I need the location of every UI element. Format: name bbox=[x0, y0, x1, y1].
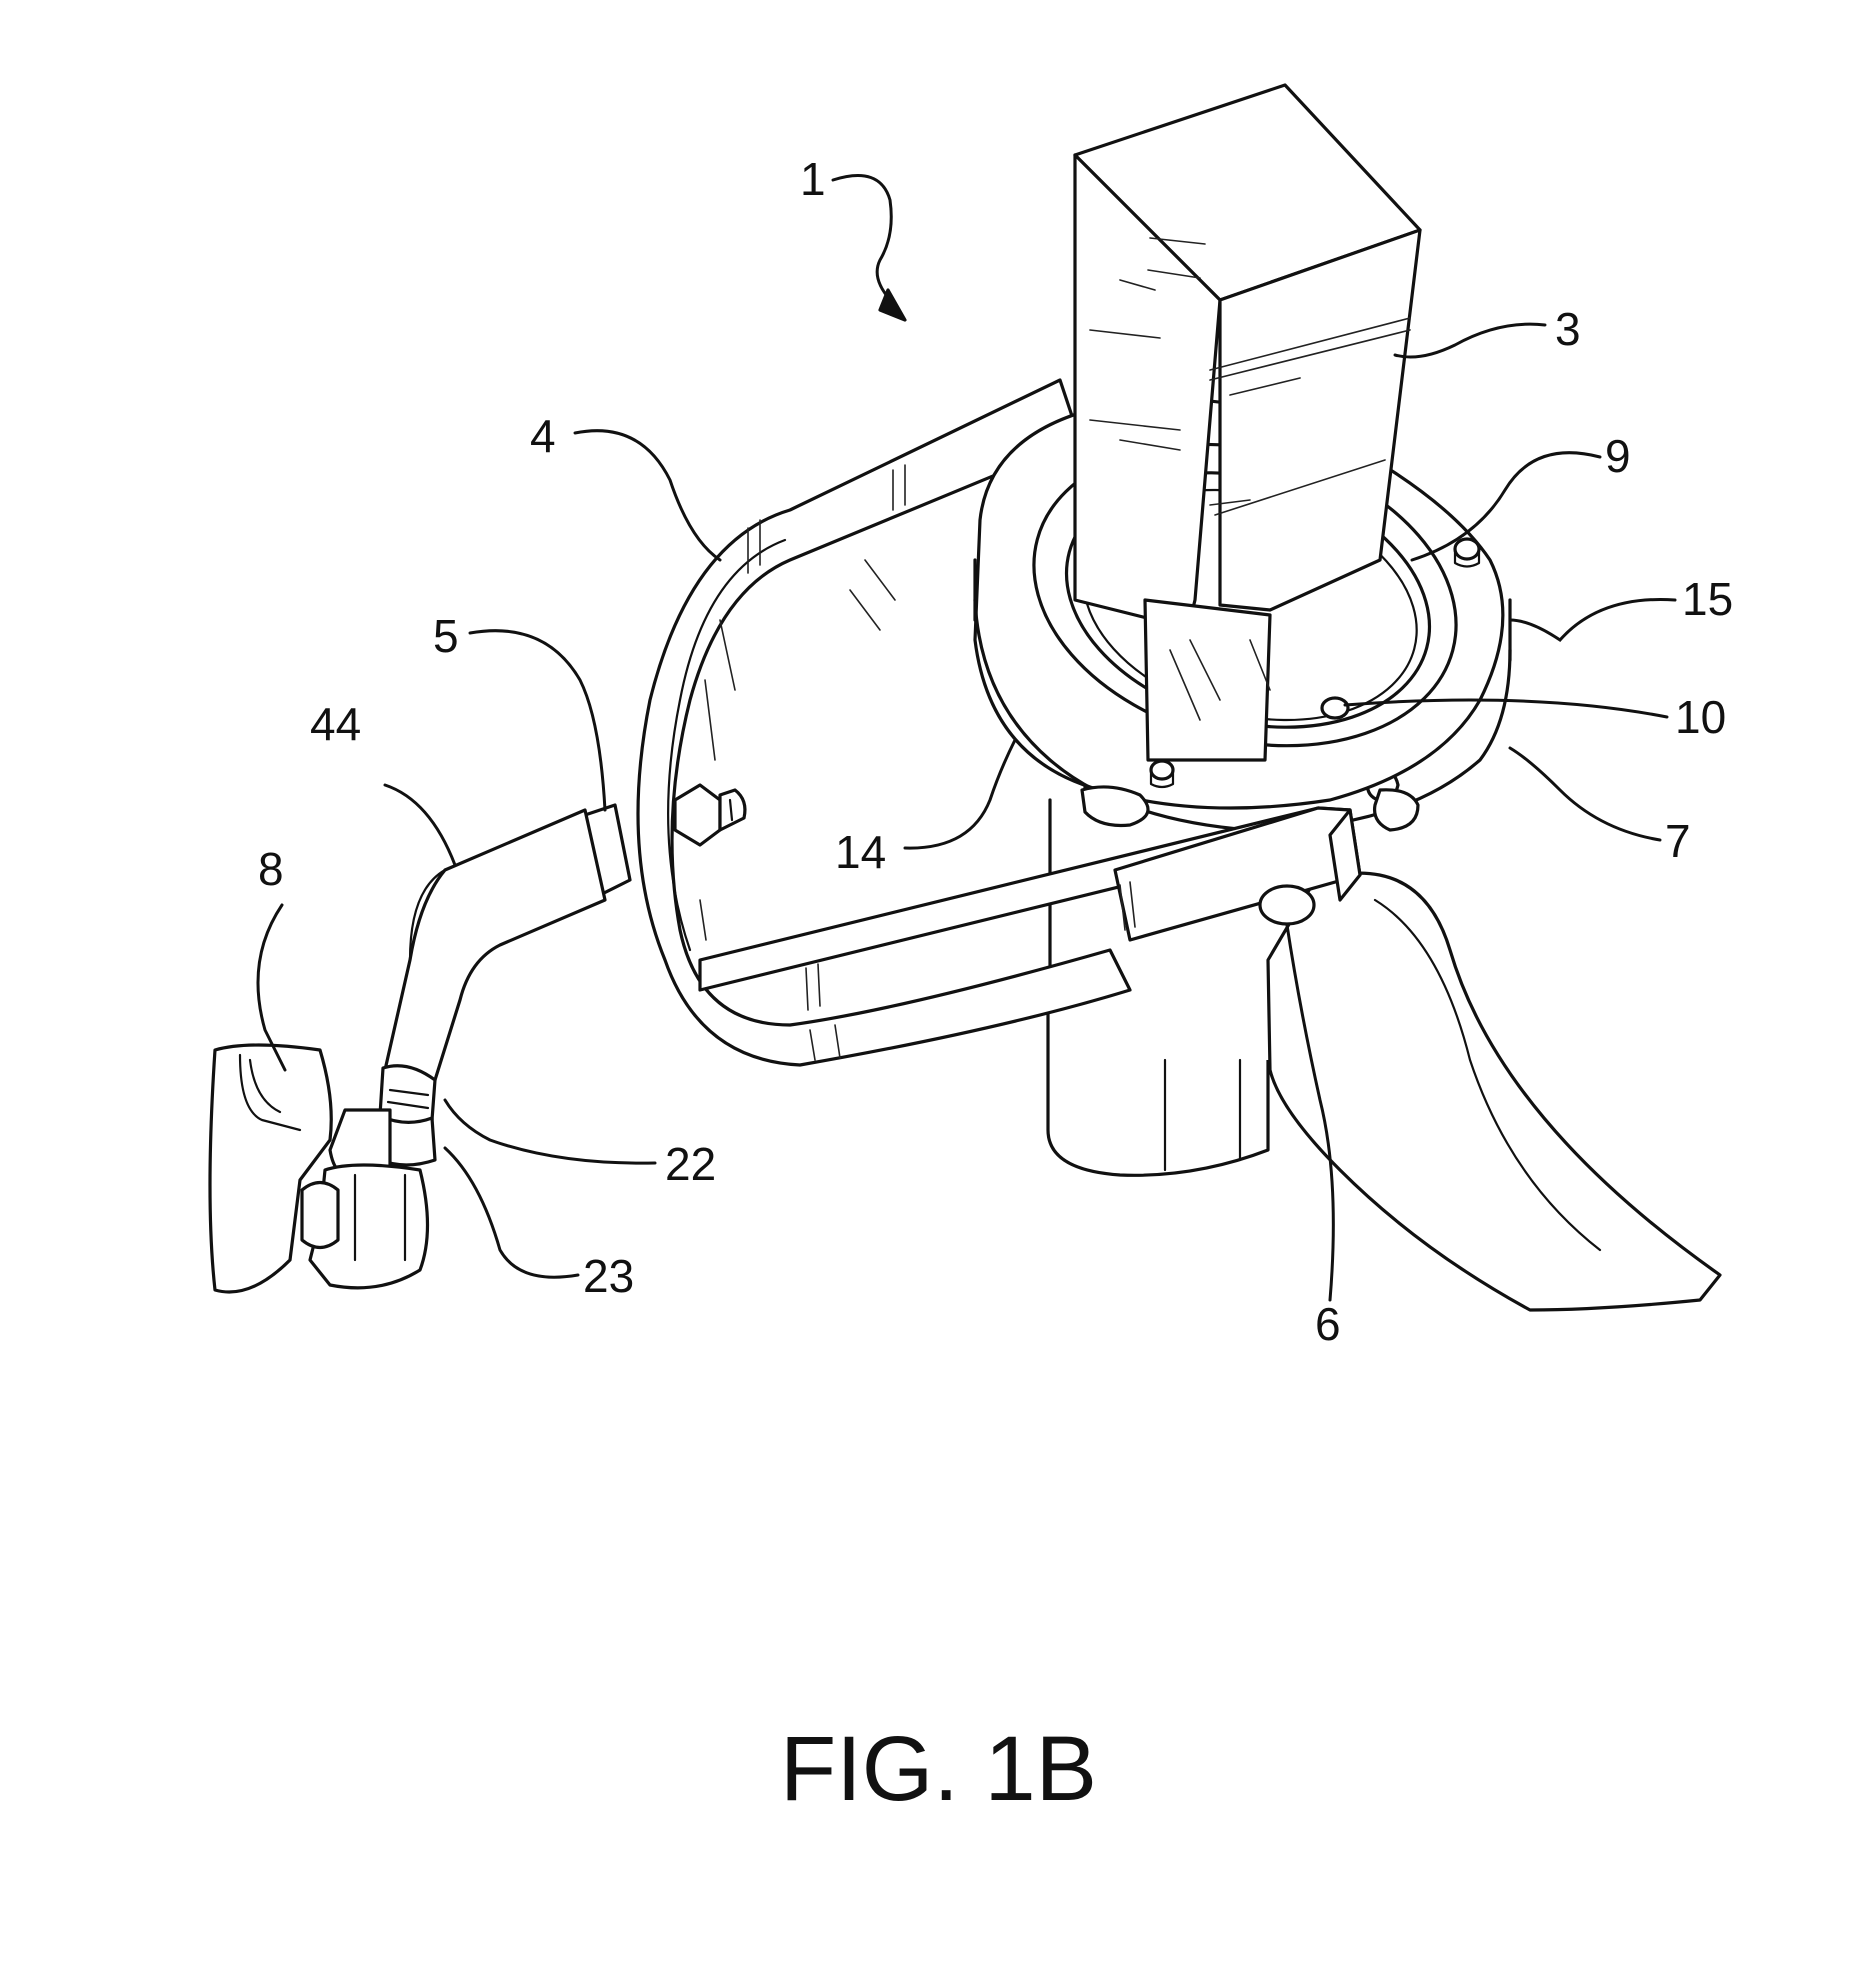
leader-4 bbox=[573, 429, 722, 562]
reference-labels: 1 3 4 5 9 15 10 7 14 6 44 8 22 23 bbox=[258, 153, 1733, 1350]
ring-pin bbox=[1320, 696, 1350, 720]
label-10: 10 bbox=[1675, 691, 1726, 743]
elbow-pipe bbox=[376, 803, 632, 1167]
leader-15 bbox=[1508, 598, 1677, 642]
leader-lines bbox=[256, 322, 1677, 1302]
leader-14 bbox=[903, 738, 1017, 850]
figure-caption: FIG. 1B bbox=[780, 1718, 1097, 1820]
label-6: 6 bbox=[1315, 1298, 1341, 1350]
label-22: 22 bbox=[665, 1138, 716, 1190]
leader-7 bbox=[1508, 746, 1662, 842]
leader-5 bbox=[468, 629, 607, 812]
leader-6 bbox=[1285, 923, 1335, 1302]
label-15: 15 bbox=[1682, 573, 1733, 625]
leader-22 bbox=[443, 1098, 657, 1165]
assembly-arrow bbox=[831, 174, 907, 322]
loop-frame bbox=[636, 378, 1132, 1067]
label-23: 23 bbox=[583, 1250, 634, 1302]
leader-8 bbox=[256, 903, 287, 1072]
label-5: 5 bbox=[433, 610, 459, 662]
leader-9 bbox=[1410, 451, 1602, 562]
leader-3 bbox=[1393, 322, 1547, 359]
label-9: 9 bbox=[1605, 430, 1631, 482]
leader-23 bbox=[443, 1146, 580, 1279]
sweeping-arm bbox=[1266, 871, 1722, 1312]
label-44: 44 bbox=[310, 698, 361, 750]
label-4: 4 bbox=[530, 410, 556, 462]
mount bbox=[208, 1043, 430, 1294]
leader-44 bbox=[383, 783, 457, 867]
leader-10 bbox=[1343, 698, 1669, 719]
label-7: 7 bbox=[1665, 815, 1691, 867]
label-3: 3 bbox=[1555, 303, 1581, 355]
block bbox=[1073, 83, 1422, 762]
label-14: 14 bbox=[835, 826, 886, 878]
label-1: 1 bbox=[800, 153, 826, 205]
label-8: 8 bbox=[258, 843, 284, 895]
hex-nut bbox=[673, 783, 747, 847]
cross-bar bbox=[698, 806, 1362, 1011]
ring-bolt-right bbox=[1453, 537, 1481, 568]
